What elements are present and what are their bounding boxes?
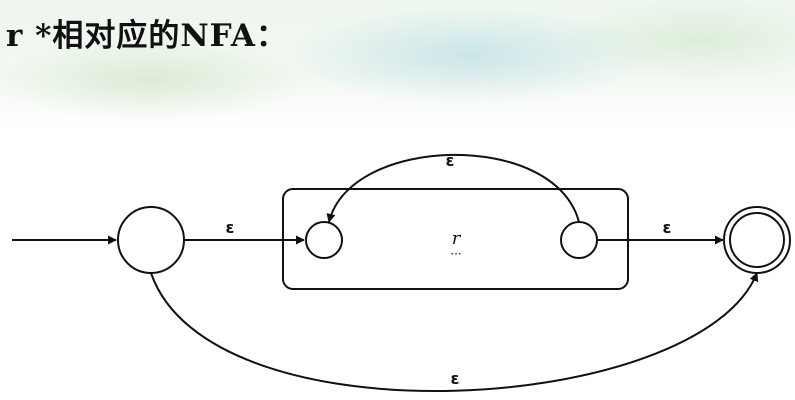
page-title: r *相对应的NFA：: [6, 18, 288, 54]
final-state-outer: [723, 206, 791, 274]
epsilon-exit-label: ε: [663, 218, 672, 237]
r-end-state: [560, 221, 598, 259]
epsilon-loop-edge: [326, 153, 580, 223]
epsilon-entry-label: ε: [226, 218, 235, 237]
r-start-state: [305, 221, 343, 259]
initial-state: [117, 206, 185, 274]
header-background: [0, 0, 795, 128]
final-state-inner: [729, 212, 785, 268]
epsilon-top-label: ε: [446, 151, 455, 170]
epsilon-bypass-edge: [150, 272, 759, 392]
r-inner-label: r: [452, 228, 462, 249]
epsilon-bottom-label: ε: [451, 369, 460, 388]
r-inner-dots: ···: [450, 247, 461, 261]
